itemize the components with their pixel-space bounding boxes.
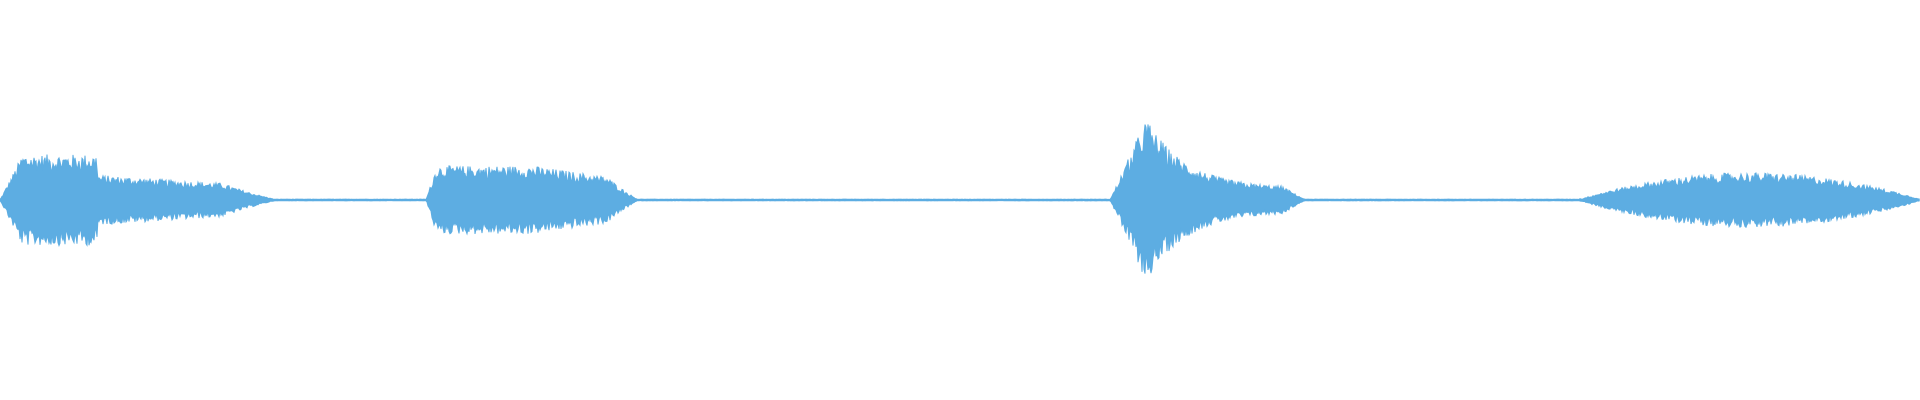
waveform-envelope bbox=[0, 124, 1920, 274]
